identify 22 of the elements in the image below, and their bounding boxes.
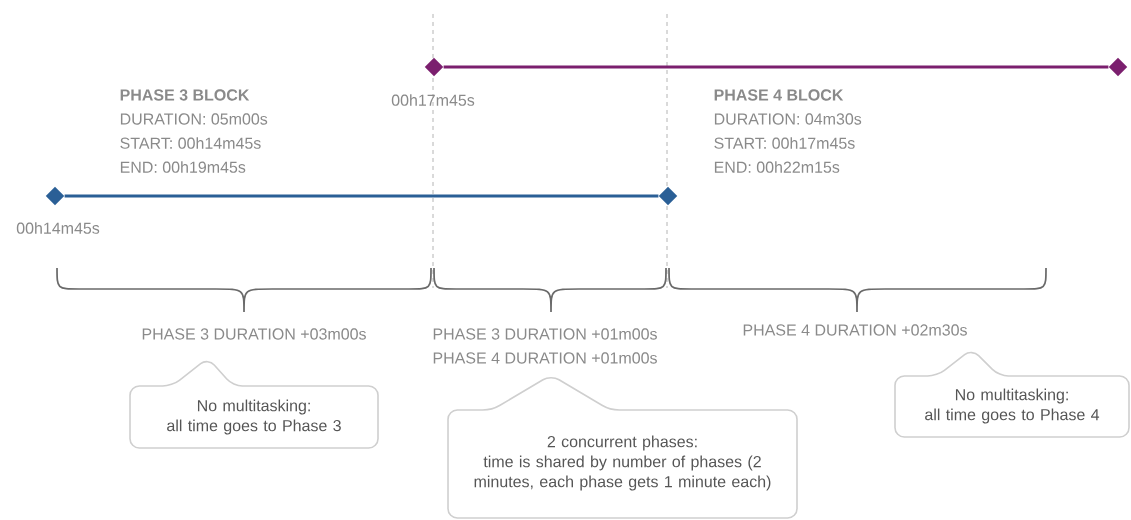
timeline-bar xyxy=(443,65,1109,69)
duration-label: PHASE 3 DURATION +03m00s xyxy=(142,328,366,340)
time-label: 00h17m45s xyxy=(391,94,475,106)
block-heading: PHASE 3 BLOCK xyxy=(120,89,250,101)
diamond-marker xyxy=(1108,57,1128,77)
block-detail: START: 00h14m45s xyxy=(120,137,261,149)
diamond-marker xyxy=(658,186,678,206)
block-detail: DURATION: 04m30s xyxy=(714,113,862,125)
block-heading: PHASE 4 BLOCK xyxy=(714,89,844,101)
duration-label: PHASE 3 DURATION +01m00s xyxy=(433,328,657,340)
duration-label: PHASE 4 DURATION +02m30s xyxy=(743,324,967,336)
callout-box: 2 concurrent phases: time is shared by number of phases (2 minutes, each phase gets 1 minute each) xyxy=(447,376,798,519)
callout-box: No multitasking: all time goes to Phase 3 xyxy=(129,360,379,449)
block-detail: START: 00h17m45s xyxy=(714,137,855,149)
callout-box: No multitasking: all time goes to Phase 4 xyxy=(894,351,1130,438)
block-detail: END: 00h19m45s xyxy=(120,161,246,173)
timeline-bar xyxy=(64,194,659,198)
diamond-marker xyxy=(424,57,444,77)
time-label: 00h14m45s xyxy=(16,222,100,234)
diamond-marker xyxy=(45,186,65,206)
block-detail: DURATION: 05m00s xyxy=(120,113,268,125)
block-detail: END: 00h22m15s xyxy=(714,161,840,173)
